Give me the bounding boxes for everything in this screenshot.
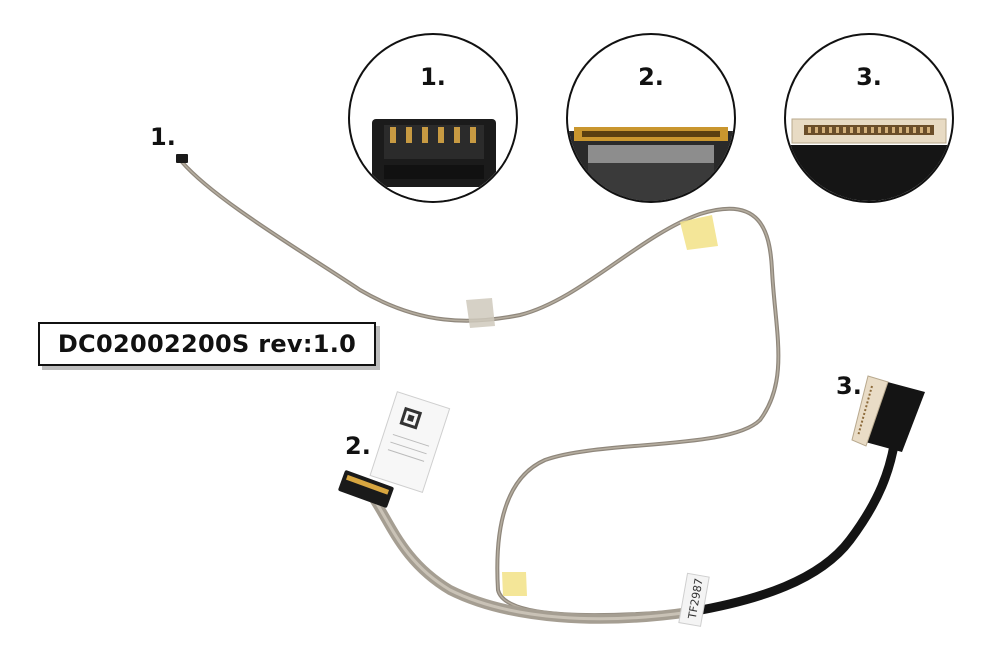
zoom-connector-1: 1. xyxy=(348,33,518,203)
connector-3-label: 3. xyxy=(836,372,862,400)
connector-2-label: 2. xyxy=(345,432,371,460)
zoom-3-label: 3. xyxy=(856,63,882,91)
zoom-connector-3: 3. xyxy=(784,33,954,203)
tape-piece xyxy=(680,215,718,250)
cable-sticker: TF2987 xyxy=(678,572,710,627)
barcode-sticker xyxy=(369,391,451,494)
black-cable xyxy=(685,435,900,617)
zoom-2-label: 2. xyxy=(638,63,664,91)
tape-piece xyxy=(502,572,527,596)
connector-3 xyxy=(851,375,925,452)
part-number-box: DC02002200S rev:1.0 xyxy=(38,322,376,366)
connector-1 xyxy=(176,154,188,163)
zoom-1-label: 1. xyxy=(420,63,446,91)
ribbon-cable xyxy=(363,485,695,624)
zoom-connector-2: 2. xyxy=(566,33,736,203)
connector-1-label: 1. xyxy=(150,123,176,151)
connector-2 xyxy=(338,470,394,508)
tape-piece xyxy=(466,298,495,328)
part-number: DC02002200S rev:1.0 xyxy=(57,330,357,358)
